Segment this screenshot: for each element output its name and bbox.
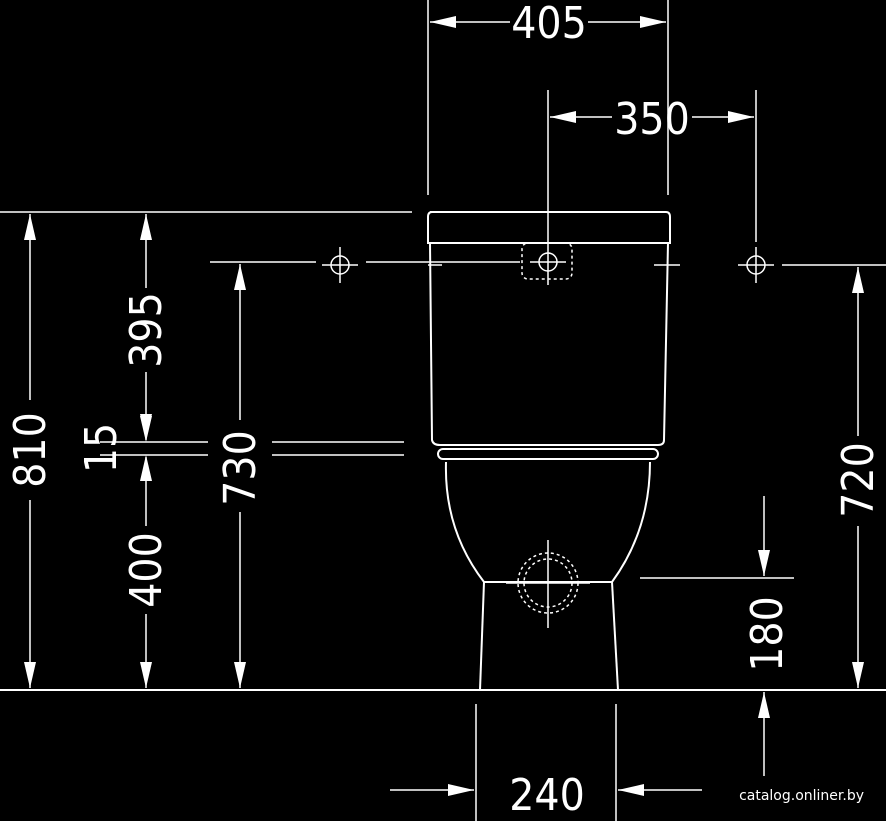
dim-405-label: 405 [511,0,587,49]
dim-400-label: 400 [121,532,172,608]
dim-400: 400 [121,457,172,688]
mounting-point-right [738,247,774,283]
dim-350: 350 [550,94,754,145]
dim-240: 240 [390,770,702,821]
dim-180-label: 180 [742,596,793,672]
dim-720: 720 [833,267,884,688]
dim-350-label: 350 [614,94,690,145]
dim-730: 730 [215,264,266,688]
dim-730-label: 730 [215,430,266,506]
outlet-pipe [506,540,590,628]
cistern-body [428,242,680,446]
dim-810: 810 [5,214,56,688]
mounting-point-center [530,252,566,272]
dim-810-label: 810 [5,412,56,488]
dim-395-label: 395 [121,292,172,368]
dim-405: 405 [430,0,666,49]
flush-button [521,242,573,280]
dim-395: 395 [121,214,172,440]
cistern-lid [427,211,671,244]
dim-240-label: 240 [509,770,585,821]
mounting-point-left [322,247,358,283]
dim-720-label: 720 [833,442,884,518]
dim-180: 180 [742,496,793,776]
seat-rim [437,448,659,460]
dim-15-label: 15 [76,423,127,473]
pedestal [479,581,619,691]
watermark-text: catalog.onliner.by [739,788,864,804]
dim-15: 15 [76,416,152,481]
